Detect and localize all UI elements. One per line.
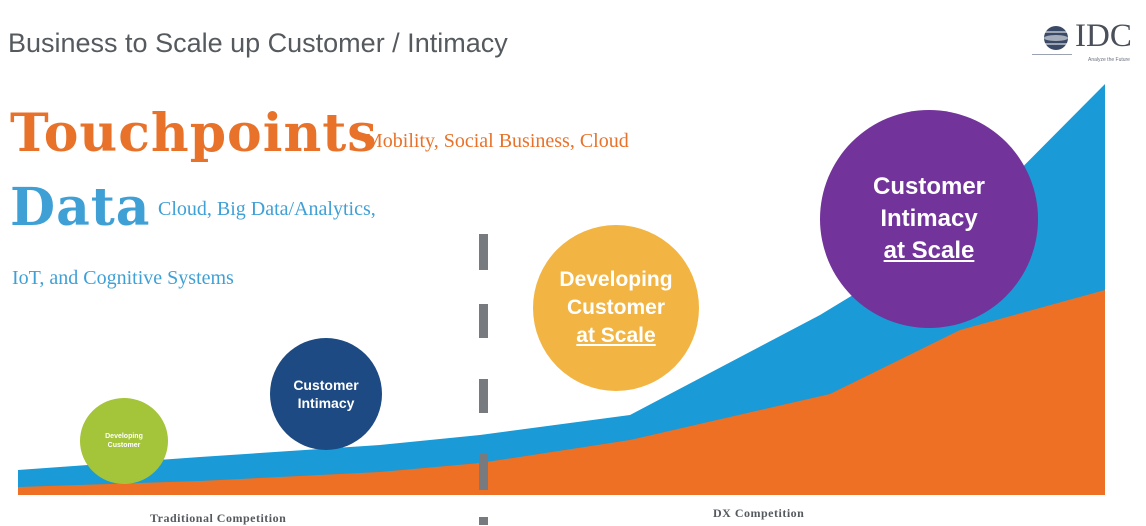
bubble-line: Customer	[872, 173, 986, 200]
developing-customer-bubble: Developing Customer	[80, 398, 168, 484]
customer-intimacy-bubble: Customer Intimacy	[270, 338, 382, 450]
customer-intimacy-at-scale-bubble: Customer Intimacy at Scale	[820, 110, 1038, 328]
bubble-line-emphasis: at Scale	[883, 237, 975, 264]
bubble-line: Intimacy	[297, 395, 355, 411]
touchpoints-growth-area	[18, 290, 1105, 495]
developing-customer-at-scale-bubble: Developing Customer at Scale	[533, 225, 699, 391]
logo-text: IDC	[1075, 18, 1132, 54]
touchpoints-heading: Touchpoints	[10, 103, 378, 164]
bubble-line-emphasis: at Scale	[576, 324, 656, 347]
touchpoints-detail: Mobility, Social Business, Cloud	[365, 130, 629, 152]
era-divider	[479, 234, 489, 525]
bubble-line: Customer	[566, 296, 666, 319]
divider-dash	[479, 304, 488, 338]
slide-title: Business to Scale up Customer / Intimacy	[8, 28, 508, 58]
divider-dash	[479, 454, 488, 490]
bubble-line: Customer	[293, 377, 359, 393]
bubble-line: Intimacy	[880, 205, 978, 232]
data-detail-line2: IoT, and Cognitive Systems	[12, 267, 234, 289]
traditional-competition-caption: Traditional Competition	[150, 511, 287, 525]
data-heading: Data	[10, 177, 151, 238]
divider-dash	[479, 517, 488, 525]
divider-dash	[479, 234, 488, 270]
logo-tagline: Analyze the Future	[1088, 57, 1130, 63]
dx-competition-caption: DX Competition	[713, 506, 805, 520]
bubble-line: Customer	[107, 442, 141, 449]
divider-dash	[479, 379, 488, 413]
idc-logo: IDC Analyze the Future	[1030, 14, 1142, 66]
globe-icon	[1032, 26, 1072, 55]
bubble-line: Developing	[559, 268, 673, 291]
data-growth-area	[18, 84, 1105, 495]
data-detail-line1: Cloud, Big Data/Analytics,	[158, 198, 376, 220]
bubble-line: Developing	[105, 433, 143, 440]
